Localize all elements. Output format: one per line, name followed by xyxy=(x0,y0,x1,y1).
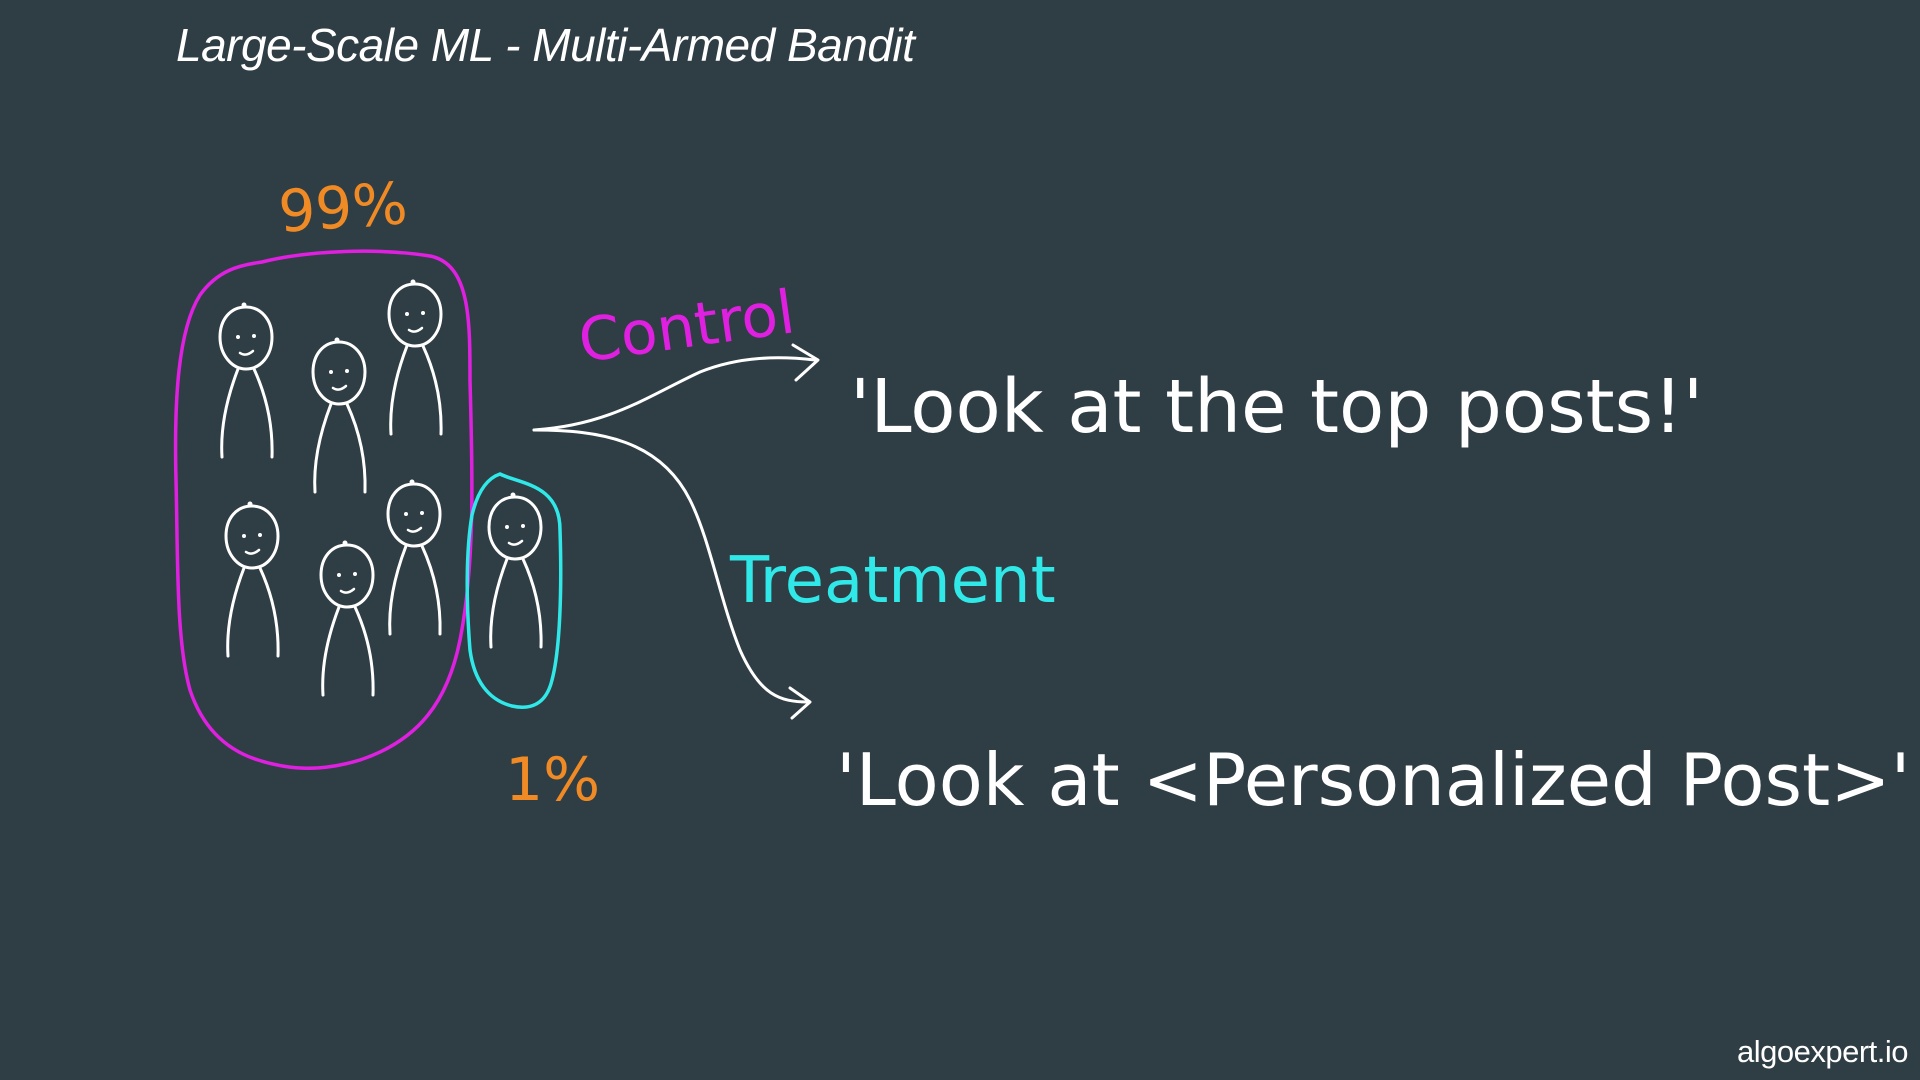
control-group xyxy=(173,249,474,770)
treatment-label: Treatment xyxy=(729,544,1056,618)
person-figure xyxy=(487,491,543,649)
person-figure xyxy=(386,478,442,636)
treatment-arrow xyxy=(532,428,812,720)
watermark: algoexpert.io xyxy=(1736,1034,1909,1069)
person-figure xyxy=(311,336,367,494)
control-share-label: 99% xyxy=(276,169,409,246)
control-group-outline xyxy=(173,249,474,770)
control-label: Control xyxy=(574,277,799,377)
treatment-group-outline xyxy=(465,472,563,709)
person-figure xyxy=(319,539,375,697)
person-figure xyxy=(224,500,280,658)
treatment-message: 'Look at <Personalized Post>' xyxy=(836,738,1910,822)
person-figure xyxy=(218,301,274,459)
treatment-group xyxy=(465,472,563,709)
control-arrow xyxy=(532,343,820,432)
slide-title: Large-Scale ML - Multi-Armed Bandit xyxy=(176,19,915,71)
person-figure xyxy=(387,278,443,436)
treatment-share-label: 1% xyxy=(505,745,600,815)
control-message: 'Look at the top posts!' xyxy=(850,364,1703,450)
